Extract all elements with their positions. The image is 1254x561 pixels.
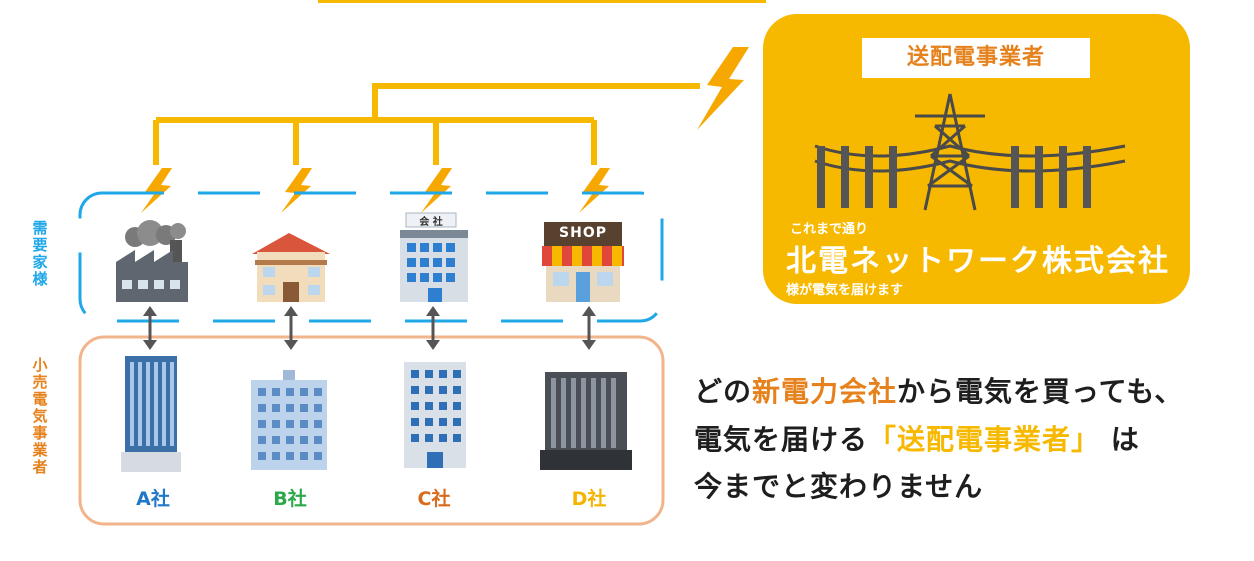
company-b-label: B社 — [273, 488, 307, 510]
panel-title: 送配電事業者 — [862, 38, 1090, 78]
retailers-box — [78, 335, 665, 526]
message-text: は — [1110, 423, 1140, 456]
building-a-icon — [121, 356, 181, 472]
message-text: 電気を届ける — [694, 423, 869, 456]
message-text: どの — [694, 375, 753, 408]
shop-sign: SHOP — [559, 225, 607, 241]
retail-label: 小売電気事業者 — [32, 356, 48, 476]
panel-note-after: 様が電気を届けます — [786, 283, 904, 298]
lightning-bolt-icon — [141, 168, 172, 213]
company-a-label: A社 — [136, 488, 170, 510]
double-arrow-icon — [582, 306, 596, 350]
double-arrow-icon — [143, 306, 157, 350]
building-d-icon — [540, 372, 632, 470]
lightning-bolt-icon — [281, 168, 312, 213]
lightning-bolts — [141, 47, 749, 213]
lightning-bolt-icon — [697, 47, 749, 130]
office-sign: 会 社 — [419, 217, 443, 228]
operator-name: 北電ネットワーク株式会社 — [786, 244, 1170, 279]
company-d-label: D社 — [571, 488, 607, 510]
message-text: から電気を買っても、 — [897, 375, 1184, 408]
building-b-icon — [251, 370, 327, 470]
top-accent-line — [318, 0, 766, 3]
demand-label: 需要家様 — [32, 219, 48, 288]
building-c-icon — [404, 362, 466, 468]
power-lines — [153, 83, 700, 165]
lightning-bolt-icon — [421, 168, 452, 213]
company-c-label: C社 — [417, 488, 451, 510]
office-building-icon — [400, 212, 468, 302]
connection-arrows — [143, 306, 596, 350]
shop-icon — [542, 222, 624, 302]
factory-icon — [116, 220, 188, 302]
consumers-box — [78, 191, 664, 323]
message-accent: 新電力会社 — [752, 375, 898, 408]
message-line-2: 電気を届ける「送配電事業者」 は — [694, 418, 1140, 458]
lightning-bolt-icon — [579, 168, 610, 213]
message-quote: 「送配電事業者」 — [868, 423, 1101, 456]
house-icon — [252, 233, 330, 302]
double-arrow-icon — [284, 306, 298, 350]
double-arrow-icon — [426, 306, 440, 350]
message-line-3: 今までと変わりません — [694, 470, 984, 503]
message-line-1: どの新電力会社から電気を買っても、 — [694, 370, 1183, 410]
panel-note-before: これまで通り — [790, 222, 869, 237]
transmission-tower-icon — [814, 93, 1126, 211]
